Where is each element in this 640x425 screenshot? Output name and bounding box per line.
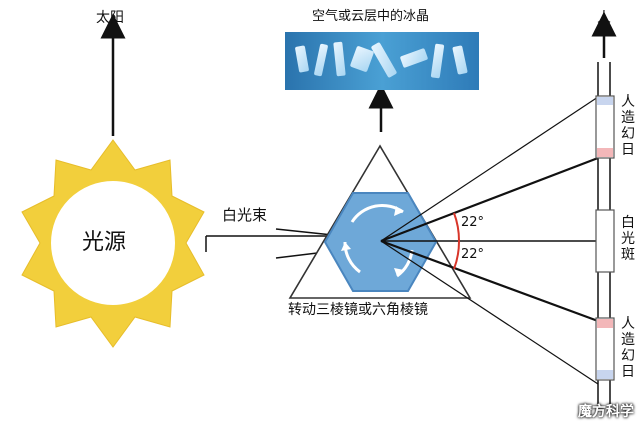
sundog-bottom-box: [595, 317, 615, 381]
ice-crystal: [430, 43, 445, 79]
white-spot-label: 白光斑: [621, 215, 635, 263]
sundog-top-red: [597, 148, 613, 157]
white-beam-bracket: [205, 235, 340, 252]
light-source-label: 光源: [82, 230, 127, 255]
person-label: 人: [597, 10, 611, 26]
ice-crystal: [333, 41, 346, 77]
white-spot-box: [595, 209, 615, 273]
angle-top-label: 22°: [461, 215, 485, 230]
prism-label: 转动三棱镜或六角棱镜: [288, 302, 428, 318]
ray-bottom-inner: [380, 239, 599, 323]
white-beam-label: 白光束: [222, 206, 268, 224]
sundog-top-box: [595, 95, 615, 159]
rotation-arrowhead-3: [341, 242, 351, 251]
angle-arc-bottom: [453, 240, 461, 270]
sundog-bottom-label: 人造幻日: [621, 316, 635, 380]
sundog-top-blue: [597, 97, 613, 105]
ice-crystal: [370, 41, 398, 79]
ice-crystal: [399, 47, 429, 69]
sun-body: [47, 177, 179, 309]
rotation-arrowhead-1: [394, 206, 403, 216]
angle-arc-top: [453, 212, 461, 242]
rotation-arrowhead-2: [394, 268, 404, 276]
ray-top-inner: [380, 156, 599, 243]
sun-label: 太阳: [96, 10, 124, 26]
sundog-top-label: 人造幻日: [621, 94, 635, 158]
ice-crystal-banner: [285, 32, 479, 90]
angle-bottom-label: 22°: [461, 247, 485, 262]
ray-top-outer: [380, 96, 599, 242]
ray-bottom-outer: [380, 240, 599, 385]
sundog-bottom-blue: [597, 370, 613, 379]
ice-crystal: [349, 45, 375, 73]
ice-crystal: [294, 45, 310, 73]
ice-crystal: [313, 43, 329, 77]
watermark: 魔方科学: [578, 404, 634, 420]
sundog-bottom-red: [597, 319, 613, 328]
ice-crystal-label: 空气或云层中的冰晶: [312, 9, 430, 24]
ice-crystal: [452, 45, 468, 75]
